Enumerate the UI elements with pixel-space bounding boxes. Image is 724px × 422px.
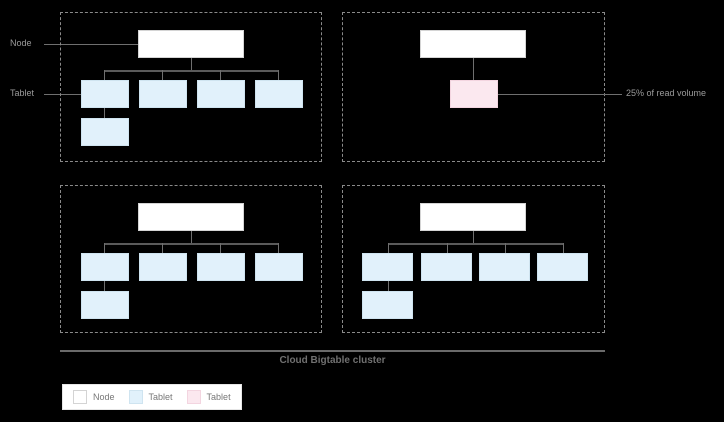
cluster-caption: Cloud Bigtable cluster (279, 355, 386, 366)
connector-trunk-4 (473, 231, 474, 244)
connector-drop-4-3 (505, 243, 506, 253)
tablet-box-3-3[interactable] (197, 253, 245, 281)
connector-drop-1-1 (104, 70, 105, 80)
connector-trunk-2 (473, 58, 474, 80)
connector-drop-4-4 (563, 243, 564, 253)
cluster-separator-line (60, 350, 605, 352)
label-tablet: Tablet (10, 88, 35, 98)
legend-item-tablet: Tablet (128, 390, 173, 404)
node-box-2[interactable] (420, 30, 526, 58)
tablet-box-1-3[interactable] (197, 80, 245, 108)
leader-line-tablet (44, 94, 84, 95)
tablet-box-1-2[interactable] (139, 80, 187, 108)
connector-drop-3-2 (162, 243, 163, 253)
connector-bus-1 (104, 70, 278, 72)
connector-drop-4-5 (388, 281, 389, 291)
tablet-box-4-3[interactable] (479, 253, 530, 281)
legend-label-node: Node (93, 391, 115, 402)
legend-swatch-tablet-hot-icon (186, 390, 201, 404)
tablet-box-2-1-hot[interactable] (450, 80, 498, 108)
legend-swatch-node-icon (73, 390, 87, 404)
connector-drop-3-4 (278, 243, 279, 253)
connector-trunk-1 (191, 58, 192, 71)
connector-drop-3-5 (104, 281, 105, 291)
connector-drop-1-2 (162, 70, 163, 80)
connector-trunk-3 (191, 231, 192, 244)
connector-drop-4-1 (388, 243, 389, 253)
node-group-bottom-right (342, 185, 605, 333)
tablet-box-1-1[interactable] (81, 80, 129, 108)
annotation-read-volume: 25% of read volume (626, 88, 707, 98)
tablet-box-3-1[interactable] (81, 253, 129, 281)
tablet-box-4-5[interactable] (362, 291, 413, 319)
node-group-top-right (342, 12, 605, 162)
node-box-1[interactable] (138, 30, 244, 58)
label-node: Node (10, 38, 32, 48)
connector-drop-4-2 (447, 243, 448, 253)
tablet-box-3-5[interactable] (81, 291, 129, 319)
node-box-3[interactable] (138, 203, 244, 231)
legend-swatch-tablet-icon (128, 390, 143, 404)
legend-item-node: Node (73, 390, 115, 404)
connector-drop-1-5 (104, 108, 105, 118)
connector-drop-3-1 (104, 243, 105, 253)
node-group-bottom-left (60, 185, 322, 333)
tablet-box-4-1[interactable] (362, 253, 413, 281)
tablet-box-4-4[interactable] (537, 253, 588, 281)
tablet-box-1-4[interactable] (255, 80, 303, 108)
connector-drop-3-3 (220, 243, 221, 253)
leader-line-read-volume (498, 94, 622, 95)
tablet-box-1-5[interactable] (81, 118, 129, 146)
connector-bus-4 (388, 243, 564, 245)
tablet-box-3-4[interactable] (255, 253, 303, 281)
node-box-4[interactable] (420, 203, 526, 231)
connector-drop-1-4 (278, 70, 279, 80)
tablet-box-3-2[interactable] (139, 253, 187, 281)
legend-item-tablet-hot: Tablet (186, 390, 231, 404)
legend: Node Tablet Tablet (62, 384, 242, 410)
node-group-top-left (60, 12, 322, 162)
legend-label-tablet: Tablet (148, 391, 173, 402)
legend-label-tablet-hot: Tablet (206, 391, 231, 402)
connector-bus-3 (104, 243, 278, 245)
connector-drop-1-3 (220, 70, 221, 80)
tablet-box-4-2[interactable] (421, 253, 472, 281)
leader-line-node (44, 44, 138, 45)
